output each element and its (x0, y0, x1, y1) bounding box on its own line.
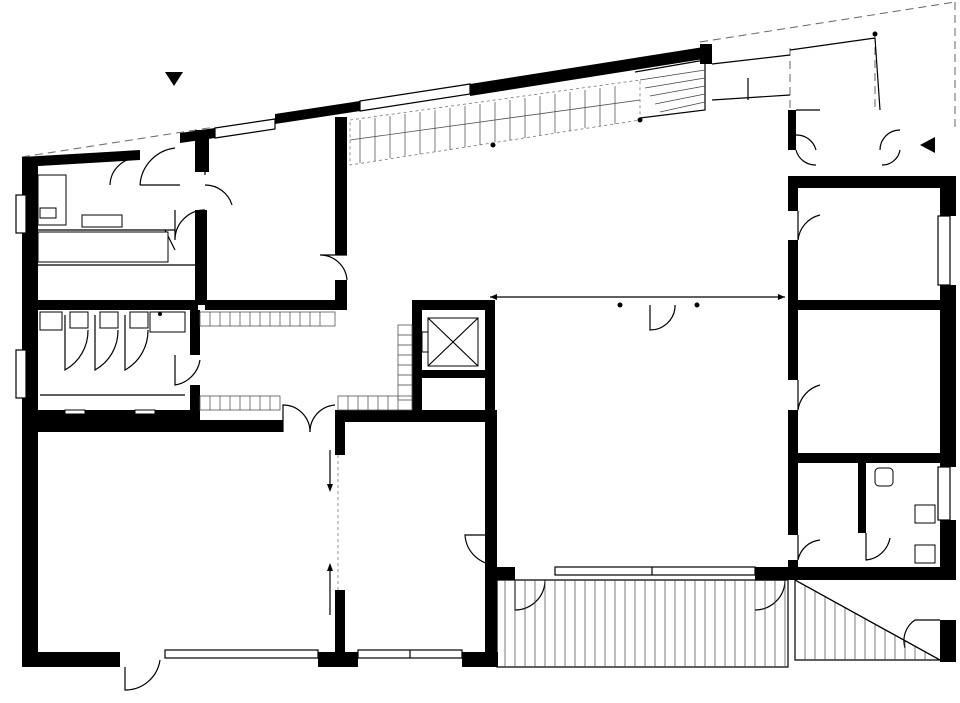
window-south-hall (164, 649, 319, 659)
washroom-east (874, 467, 936, 564)
partition-track (490, 294, 785, 308)
kitchenette (37, 174, 195, 266)
door-washroom-east[interactable] (865, 533, 891, 561)
corridor-steps (199, 311, 413, 411)
door-office-east-upper[interactable] (797, 211, 821, 241)
window-west-2 (15, 349, 27, 399)
window-main-hall-south (554, 566, 756, 576)
north-entrance-arrow (165, 72, 183, 86)
door-hall[interactable] (282, 404, 311, 433)
east-entrance-arrow (920, 137, 935, 153)
window-east-1 (937, 215, 951, 286)
door-restroom[interactable] (174, 355, 201, 386)
door-office-east-middle[interactable] (797, 380, 821, 411)
window-north-2 (359, 83, 471, 112)
interior-walls (38, 110, 940, 660)
elevator (421, 317, 479, 367)
window-north-1 (214, 118, 276, 139)
door-main-hall[interactable] (649, 305, 676, 331)
door-north-entrance[interactable] (139, 147, 180, 186)
stair-gallery (349, 79, 641, 166)
restroom-block (39, 311, 186, 415)
doors[interactable] (64, 109, 940, 691)
windows (15, 83, 951, 659)
site-boundary (21, 1, 956, 158)
folding-partition (327, 450, 339, 615)
door-main-hall-south[interactable] (464, 534, 498, 566)
covered-terrace (496, 578, 941, 668)
stair-northeast (490, 31, 881, 148)
door-south-exit[interactable] (124, 659, 161, 691)
door-east-entrance[interactable] (795, 109, 820, 166)
door-terrace-west[interactable] (514, 579, 546, 611)
window-west-1 (15, 194, 27, 234)
door-office-northwest[interactable] (319, 254, 348, 281)
window-east-2 (937, 466, 951, 521)
